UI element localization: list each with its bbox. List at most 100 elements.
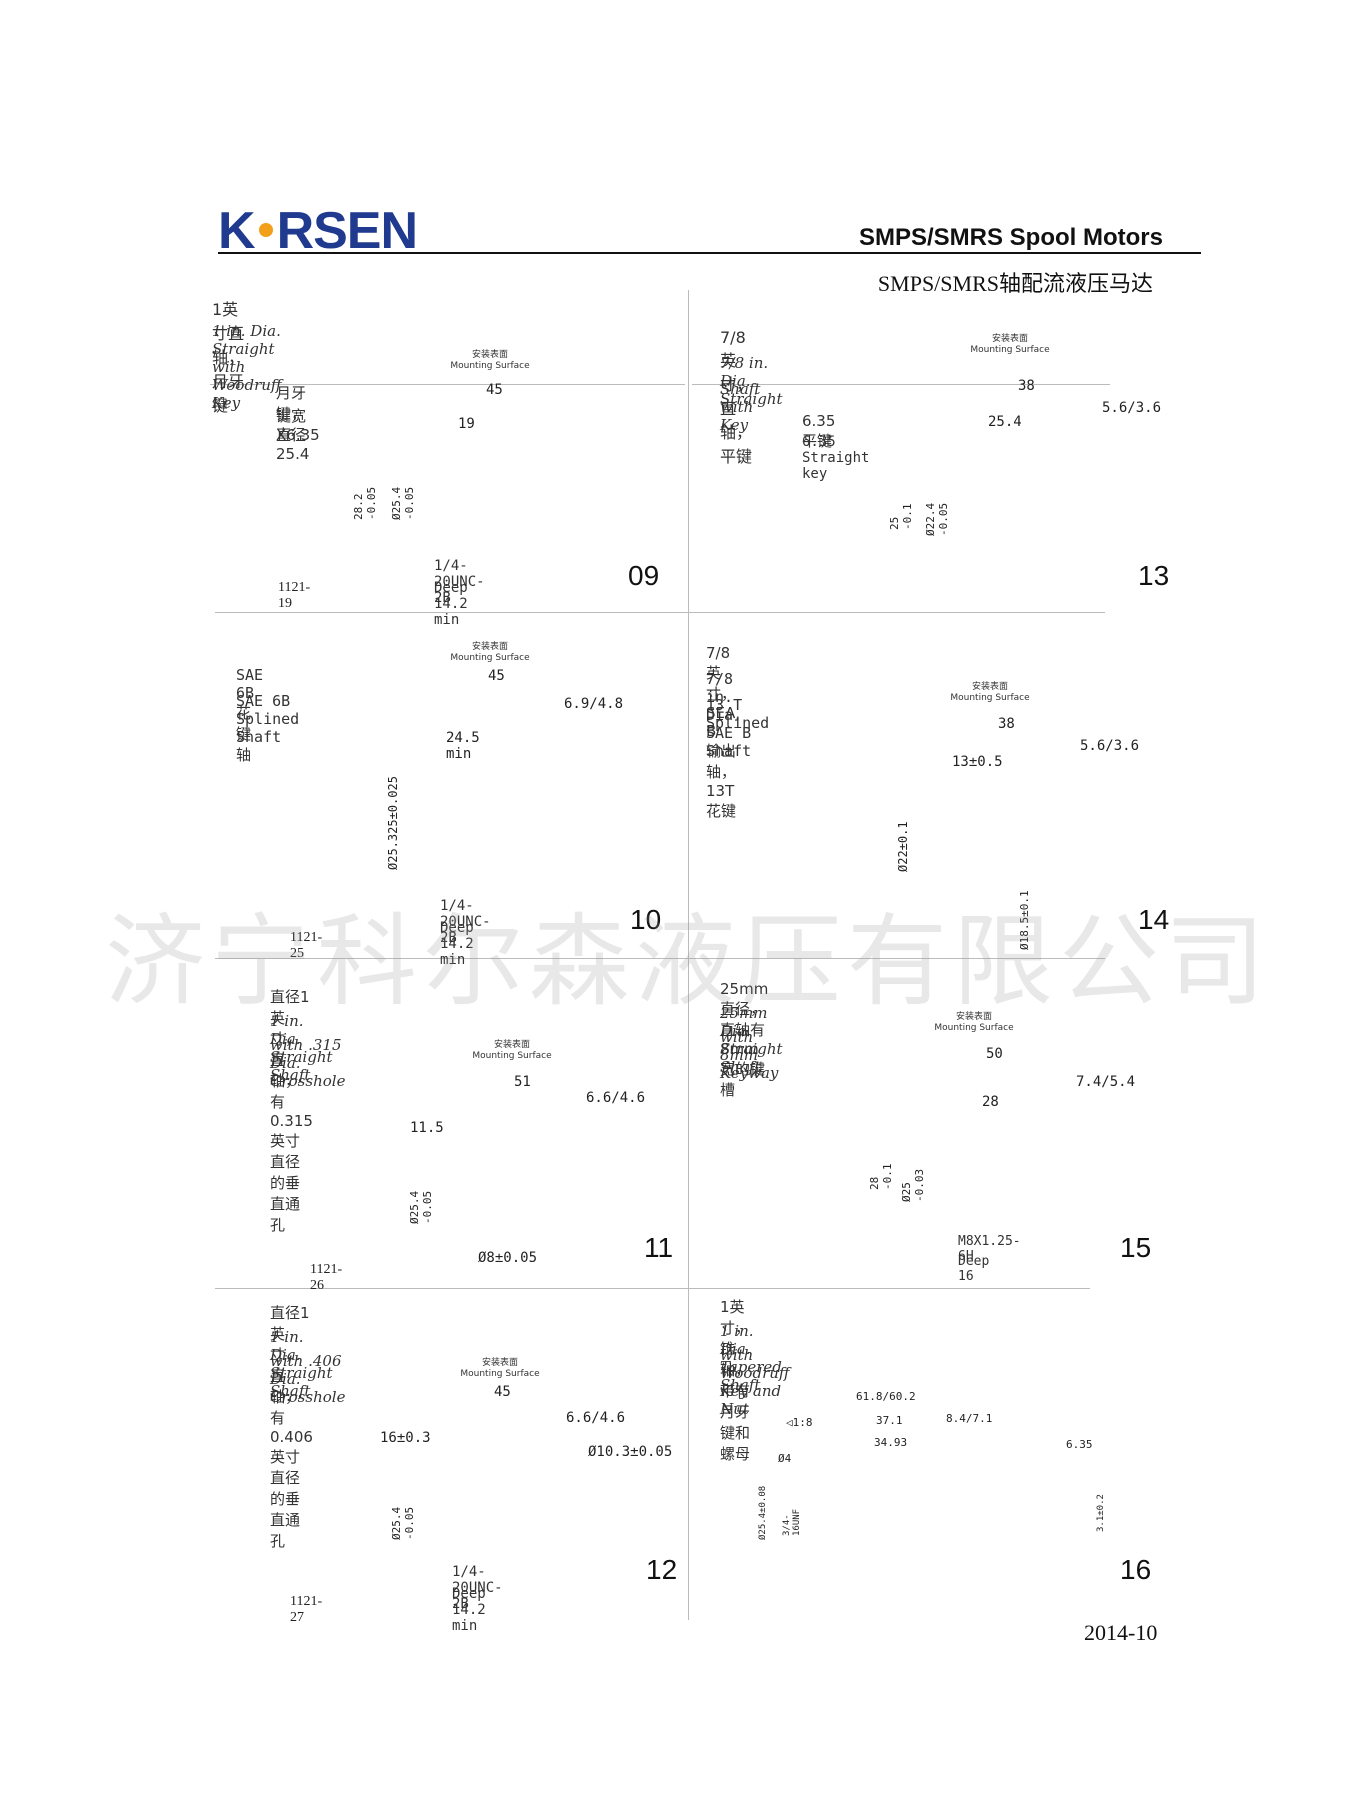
panel-number: 16 (1120, 1554, 1152, 1585)
panel-number: 11 (644, 1232, 674, 1263)
grid-divider-left-top (210, 384, 685, 385)
dim-keyway-length: 28 (982, 1094, 999, 1110)
panel-title-en: 1 in. Dia. Straight with Woodruff Key (212, 322, 282, 412)
thread-depth: Deep 16 (958, 1254, 990, 1284)
drawing-code: 1121-27 (290, 1594, 323, 1625)
logo-dot-icon (258, 223, 273, 238)
dim-shaft-dia: Ø25.4±0.08 (758, 1485, 768, 1540)
thread-spec: M8X1.25-6H (958, 1234, 1021, 1264)
drawing-code: 1121-26 (310, 1262, 343, 1293)
panel-title-cn: 直径1英寸，直轴，有0.315英寸直径的垂直通孔 (270, 988, 313, 1234)
grid-vertical-divider (688, 290, 689, 1620)
panel-title-en-1: 7/8 in. Dia. Straight (720, 354, 783, 408)
panel-title-en-2: 13 T Splined (706, 696, 770, 732)
dim-flange: 6.9/4.8 (564, 696, 624, 712)
dim-hole-dia: Ø8±0.05 (478, 1250, 538, 1266)
panel-title-cn: 1英寸，锥轴，带有月牙键和螺母 (720, 1298, 751, 1463)
key-note-1: 月牙键，直径25.4 (276, 384, 310, 463)
panel-title-cn: SAE 6B花键轴 (236, 666, 264, 764)
dim-key-height: 28 -0.1 (868, 1163, 894, 1191)
dim-length: 45 (488, 668, 505, 684)
dim-length: 38 (1018, 378, 1035, 394)
panel-title-cn: 25mm 直径，直轴有8mm宽的键槽 (720, 980, 769, 1099)
dim-flange: 6.6/4.6 (566, 1410, 626, 1426)
dim-overall-length: 61.8/60.2 (856, 1390, 916, 1403)
dim-flange: 6.6/4.6 (586, 1090, 646, 1106)
panel-number: 09 (628, 560, 660, 591)
panel-number: 10 (630, 904, 662, 935)
key-note-2: 键宽X6.35 (276, 407, 320, 444)
header-rule (218, 252, 1201, 254)
panel-title-en: SAE 6B Splined Shaft (236, 692, 300, 746)
dim-shaft-dia: Ø25.4 -0.05 (390, 486, 416, 520)
dim-length: 51 (514, 1074, 531, 1090)
thread-spec: 1/4-20UNC-2B (434, 558, 485, 606)
grid-divider-right-top (692, 384, 1110, 385)
dim-key-depth: 3.1±0.2 (1096, 1494, 1106, 1532)
korsen-logo: K RSEN (218, 202, 418, 260)
dim-taper-length: 37.1 (876, 1414, 903, 1427)
thread-spec: 1/4-20UNC-2B (440, 898, 491, 946)
panel-title-en-1: 7/8 in. Dia. SAE B Shaft (706, 670, 752, 760)
panel-title-cn: 7/8英寸，直轴，平键 (720, 328, 753, 466)
dim-hole-dia: Ø10.3±0.05 (588, 1444, 673, 1460)
panel-title-en-2: with 8mm Keyway (720, 1028, 779, 1082)
dim-length: 45 (486, 382, 503, 398)
key-note-en: 6.35 Straight key (802, 434, 870, 482)
dim-length: 45 (494, 1384, 511, 1400)
logo-text-right: RSEN (276, 202, 418, 260)
dim-shaft-dia: Ø25 -0.03 (900, 1168, 926, 1202)
dim-key-height: 28.2 -0.05 (352, 486, 378, 520)
panel-title-cn: 直径1英寸，直轴，有0.406英寸直径的垂直通孔 (270, 1304, 313, 1550)
thread-spec: 1/4-20UNC-2B (452, 1564, 503, 1612)
dim-pin-hole: Ø4 (778, 1452, 792, 1465)
thread-depth: Deep 14.2 min (440, 920, 474, 968)
header-title-cn: SMPS/SMRS轴配流液压马达 (877, 271, 1153, 296)
drawing-code: 1121-19 (278, 580, 311, 611)
panel-title-en-2: with .406 Dia. Crosshole (270, 1352, 346, 1406)
dim-key-pos: 34.93 (874, 1436, 908, 1449)
dim-length: 50 (986, 1046, 1003, 1062)
dim-key-pos: 19 (458, 416, 475, 432)
grid-divider-2 (215, 958, 1105, 959)
dim-taper-ratio: ◁1:8 (786, 1416, 813, 1429)
panel-title-en-1: 1 in. Dia. Straight Shaft (270, 1328, 333, 1400)
panel-title-cn: 1英寸直轴，月牙键 (212, 300, 245, 415)
panel-number: 15 (1120, 1232, 1152, 1263)
dim-key-width: 6.35 (1066, 1438, 1093, 1451)
logo-text-left: K (218, 202, 256, 260)
dim-flange: 5.6/3.6 (1080, 738, 1140, 754)
dim-thread: 3/4-16UNF (782, 1508, 802, 1536)
footer-date: 2014-10 (1084, 1620, 1158, 1645)
watermark: 济宁科尔森液压有限公司 (105, 903, 1271, 1020)
panel-number: 12 (646, 1554, 678, 1585)
dim-spline-length: 24.5 min (446, 730, 480, 762)
key-note-cn: 6.35平键 (802, 412, 836, 450)
panel-title-en-2: Shaft with Key (720, 380, 761, 434)
panel-title-en-1: 25mm Dia. Straight Shaft (720, 1004, 783, 1076)
dim-key-length: 25.4 (988, 414, 1022, 430)
grid-divider-3 (215, 1288, 1090, 1289)
dim-flange: 8.4/7.1 (946, 1412, 993, 1425)
dim-hole-pos: 11.5 (410, 1120, 444, 1136)
dim-flange: 5.6/3.6 (1102, 400, 1162, 416)
dim-shaft-dia: Ø25.4 -0.05 (390, 1506, 416, 1540)
panel-title-en-1: 1 in. Dia. Straight Shaft (270, 1012, 333, 1084)
dim-hole-pos: 16±0.3 (380, 1430, 431, 1446)
drawing-code: 1121-25 (290, 930, 323, 961)
grid-divider-1 (215, 612, 1105, 613)
thread-depth: Deep 14.2 min (452, 1586, 486, 1634)
dim-spline-length: 13±0.5 (952, 754, 1003, 770)
dim-shaft-dia: Ø22.4 -0.05 (924, 502, 950, 536)
dim-key-height: 25 -0.1 (888, 503, 914, 531)
panel-title-en-1: 1 in. Dia. Tapered Shaft (720, 1322, 782, 1394)
panel-title-en-2: with Woodruff Key and Nut (720, 1346, 790, 1418)
dim-flange: 7.4/5.4 (1076, 1074, 1136, 1090)
